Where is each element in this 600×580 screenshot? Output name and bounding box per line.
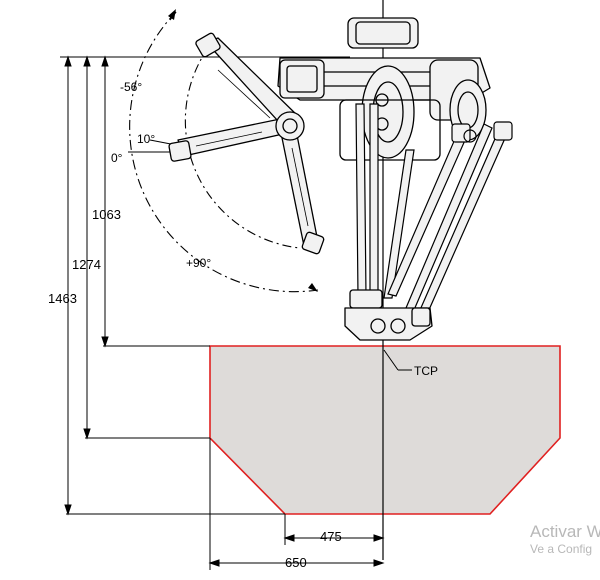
tcp-leader	[383, 349, 412, 371]
activation-watermark: Activar W Ve a Config	[530, 522, 600, 557]
tcp-label: TCP	[414, 364, 438, 378]
dimension-label-475: 475	[320, 529, 342, 544]
workspace-area	[209, 345, 561, 515]
vertical-dimensions	[64, 55, 109, 516]
horizontal-dimensions	[208, 534, 385, 567]
angle-label-0: 0°	[111, 151, 123, 165]
extension-lines	[60, 56, 350, 570]
dimension-label-1063: 1063	[92, 207, 121, 222]
angle-arrowheads	[168, 9, 318, 292]
dimension-label-1274: 1274	[72, 257, 101, 272]
end-effector	[344, 289, 433, 341]
angle-label-10: 10°	[137, 132, 155, 146]
watermark-line-1: Activar W	[530, 522, 600, 541]
dimension-label-650: 650	[285, 555, 307, 570]
watermark-line-2: Ve a Config	[530, 542, 593, 557]
dimension-label-1463: 1463	[48, 291, 77, 306]
angle-label-neg56: -56°	[120, 80, 142, 94]
angle-label-90: +90°	[186, 256, 211, 270]
parallel-rods	[355, 103, 507, 313]
left-upper-arm	[168, 32, 325, 255]
right-arm-joints	[451, 121, 513, 143]
